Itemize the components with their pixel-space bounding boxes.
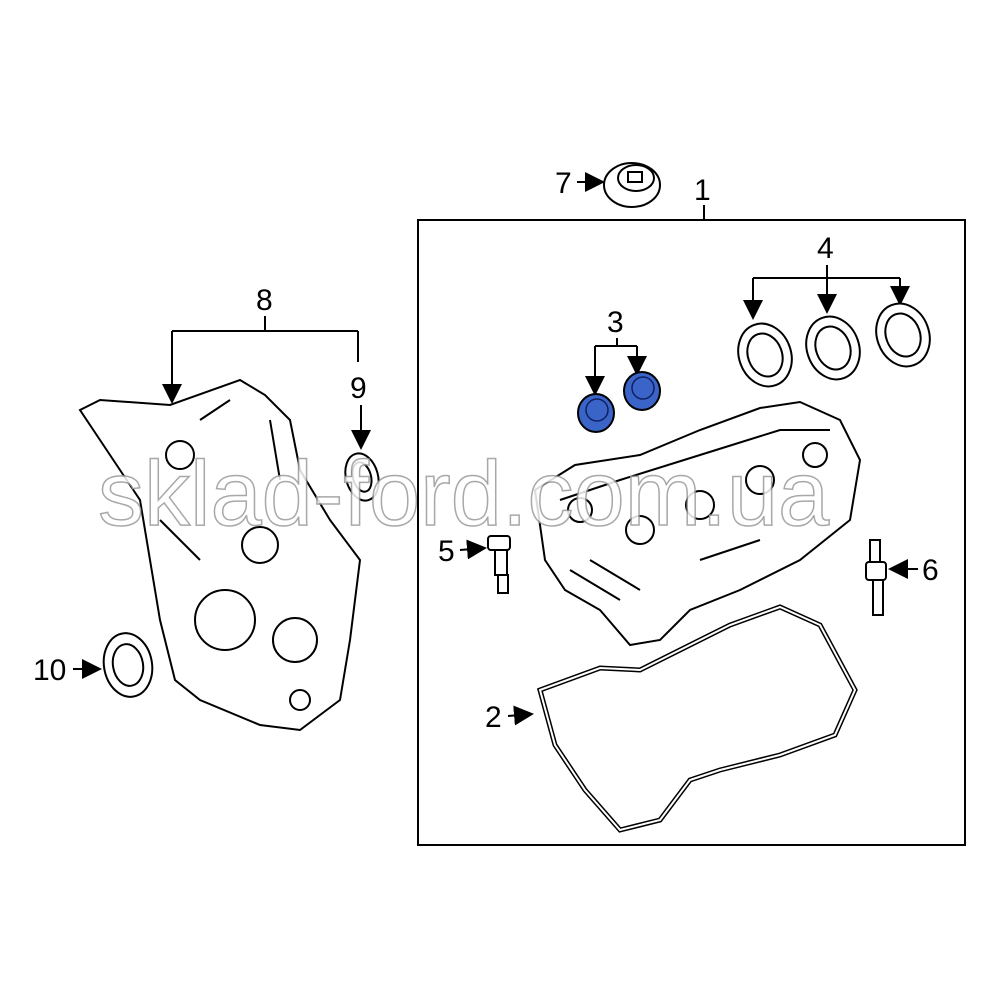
sensor-right[interactable]	[865, 539, 887, 616]
callout-3[interactable]: 3	[607, 306, 624, 339]
callout-7[interactable]: 7	[555, 167, 572, 200]
spark-plug-tube-seals[interactable]	[730, 296, 939, 394]
callout-8[interactable]: 8	[256, 284, 273, 317]
callout-9[interactable]: 9	[350, 372, 367, 405]
callout-4[interactable]: 4	[817, 232, 834, 265]
callout-6[interactable]: 6	[922, 554, 939, 587]
highlighted-plugs[interactable]	[577, 371, 661, 433]
crankshaft-front-seal[interactable]	[99, 629, 157, 700]
callout-1[interactable]: 1	[694, 174, 711, 207]
callout-5[interactable]: 5	[438, 535, 455, 568]
watermark: sklad-ford.com.ua	[98, 443, 830, 545]
timing-cover[interactable]	[78, 378, 362, 732]
callout-10[interactable]: 10	[33, 654, 66, 687]
valve-cover[interactable]	[533, 400, 862, 647]
oil-filler-cap[interactable]	[603, 162, 661, 208]
callout-2[interactable]: 2	[485, 701, 502, 734]
timing-cover-seal-upper[interactable]	[340, 450, 383, 505]
sensor-left[interactable]	[487, 535, 511, 594]
assembly-box	[417, 219, 966, 846]
